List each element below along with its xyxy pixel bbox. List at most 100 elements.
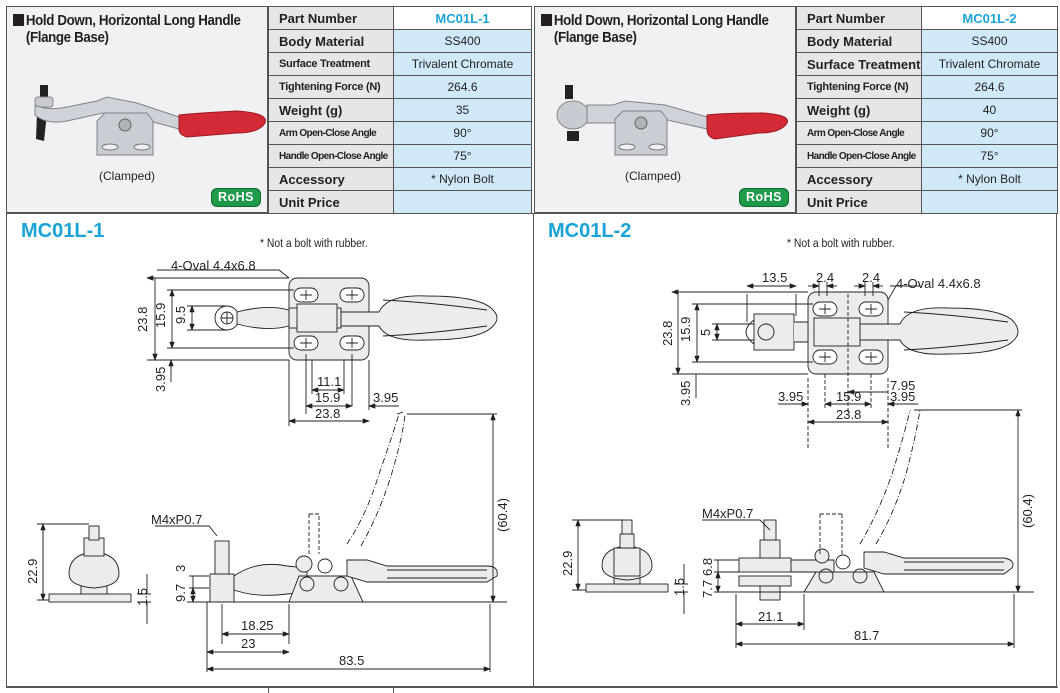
spec-value: Trivalent Chromate xyxy=(393,52,532,76)
handle-side xyxy=(346,559,498,583)
spec-row: Weight (g)40 xyxy=(796,98,1058,122)
part-number-value[interactable]: MC01L-1 xyxy=(393,6,532,30)
product-title: Hold Down, Horizontal Long Handle (Flang… xyxy=(541,13,771,47)
dim-overall-height: 23.8 xyxy=(135,307,150,332)
side-base xyxy=(288,575,364,603)
spec-value: 75° xyxy=(921,144,1058,168)
dim-hole-inner: 11.1 xyxy=(317,374,341,389)
spec-label: Handle Open-Close Angle xyxy=(268,144,394,168)
dim-end-height: 22.9 xyxy=(560,551,575,576)
bolt-head xyxy=(565,85,573,99)
spec-label: Part Number xyxy=(796,6,922,30)
spec-value: Trivalent Chromate xyxy=(921,52,1058,76)
side-base xyxy=(803,571,885,593)
top-view-dimensions: 4-Oval 4.4x6.8 23.8 15.9 9.5 3.95 11.1 1… xyxy=(135,258,398,421)
spec-row: Accessory* Nylon Bolt xyxy=(268,167,532,191)
dim-spindle-offset: 9.5 xyxy=(173,306,188,324)
spec-value: 75° xyxy=(393,144,532,168)
dim-hole-pitch-v: 15.9 xyxy=(678,317,693,342)
dim-center-offset: 7.95 xyxy=(890,378,915,393)
handle-side xyxy=(863,551,1014,575)
thread-callout: M4xP0.7 xyxy=(702,506,753,521)
dim-arm-length: 13.5 xyxy=(762,270,787,285)
handle-top xyxy=(340,295,498,341)
end-view-base xyxy=(585,583,669,593)
bolt-tip xyxy=(567,131,579,141)
spec-label: Surface Treatment xyxy=(268,52,394,76)
next-row-border xyxy=(6,687,1058,693)
spec-label: Unit Price xyxy=(268,190,394,214)
dim-spindle-to-base: 21.1 xyxy=(758,609,783,624)
title-square-icon xyxy=(13,14,25,26)
spec-label: Tightening Force (N) xyxy=(796,75,922,99)
spec-value: 40 xyxy=(921,98,1058,122)
photo-caption: (Clamped) xyxy=(625,169,682,183)
spec-label: Weight (g) xyxy=(796,98,922,122)
spec-label: Unit Price xyxy=(796,190,922,214)
thread-callout: M4xP0.7 xyxy=(151,512,202,527)
next-row-divider xyxy=(393,687,394,693)
dim-overall-length: 81.7 xyxy=(854,628,879,643)
next-row-divider xyxy=(268,687,269,693)
dim-base-thickness: 1.5 xyxy=(672,578,687,596)
end-view-base xyxy=(48,593,132,603)
spec-label: Arm Open-Close Angle xyxy=(268,121,394,145)
spec-label: Arm Open-Close Angle xyxy=(796,121,922,145)
clamp-photo xyxy=(556,85,788,156)
bolt-head xyxy=(40,85,48,101)
spec-value: * Nylon Bolt xyxy=(921,167,1058,191)
photo-caption: (Clamped) xyxy=(99,169,156,183)
title-square-icon xyxy=(541,14,553,26)
drawing-svg: 4-Oval 4.4x6.8 23.8 15.9 9.5 3.95 11.1 1… xyxy=(25,258,510,672)
drawing-svg: 13.5 2.4 2.4 4-Oval 4.4x6.8 23.8 15.9 5 … xyxy=(560,270,1035,648)
spec-row: Weight (g)35 xyxy=(268,98,532,122)
dim-base-thickness: 1.5 xyxy=(135,588,150,606)
rohs-badge: RoHS xyxy=(739,188,789,207)
dim-spindle-to-base: 18.25 xyxy=(241,618,274,633)
red-handle-grip xyxy=(178,110,266,138)
dim-slot-w1: 2.4 xyxy=(816,270,834,285)
part-number-value[interactable]: MC01L-2 xyxy=(921,6,1058,30)
spec-row: Unit Price xyxy=(796,190,1058,214)
dim-spindle-to-base-total: 23 xyxy=(241,636,255,651)
spec-value: SS400 xyxy=(921,29,1058,53)
dim-hole-pitch-v: 15.9 xyxy=(153,303,168,328)
product-card-mc01l-1: Hold Down, Horizontal Long Handle (Flang… xyxy=(6,6,532,214)
unit-price-value xyxy=(393,190,532,214)
unit-price-value xyxy=(921,190,1058,214)
spec-value: 264.6 xyxy=(921,75,1058,99)
dim-open-height: (60.4) xyxy=(1020,494,1035,528)
drawing-model-title: MC01L-2 xyxy=(548,220,632,242)
dim-overall-height: 23.8 xyxy=(660,321,675,346)
product-photo-panel: Hold Down, Horizontal Long Handle (Flang… xyxy=(6,6,268,213)
dim-overall-length: 83.5 xyxy=(339,653,364,668)
dim-edge-offset: 3.95 xyxy=(678,381,693,406)
spec-label: Part Number xyxy=(268,6,394,30)
spec-row: Unit Price xyxy=(268,190,532,214)
dim-spindle-height: 7.7 xyxy=(700,580,715,598)
drawing-note: * Not a bolt with rubber. xyxy=(787,238,895,250)
dim-edge-right: 3.95 xyxy=(890,389,915,404)
spec-row: Tightening Force (N)264.6 xyxy=(796,75,1058,99)
clamp-photo xyxy=(34,85,266,156)
clamp-ring xyxy=(556,100,590,130)
spec-label: Body Material xyxy=(796,29,922,53)
product-title: Hold Down, Horizontal Long Handle (Flang… xyxy=(13,13,243,47)
dim-base-width: 23.8 xyxy=(836,407,861,422)
dim-spindle: 6.8 xyxy=(700,558,715,576)
nut xyxy=(34,96,54,108)
red-handle-grip xyxy=(706,112,788,140)
spec-label: Surface Treatment xyxy=(796,52,922,76)
technical-drawing-mc01l-2: MC01L-2 * Not a bolt with rubber. xyxy=(533,213,1057,687)
spec-label: Accessory xyxy=(796,167,922,191)
